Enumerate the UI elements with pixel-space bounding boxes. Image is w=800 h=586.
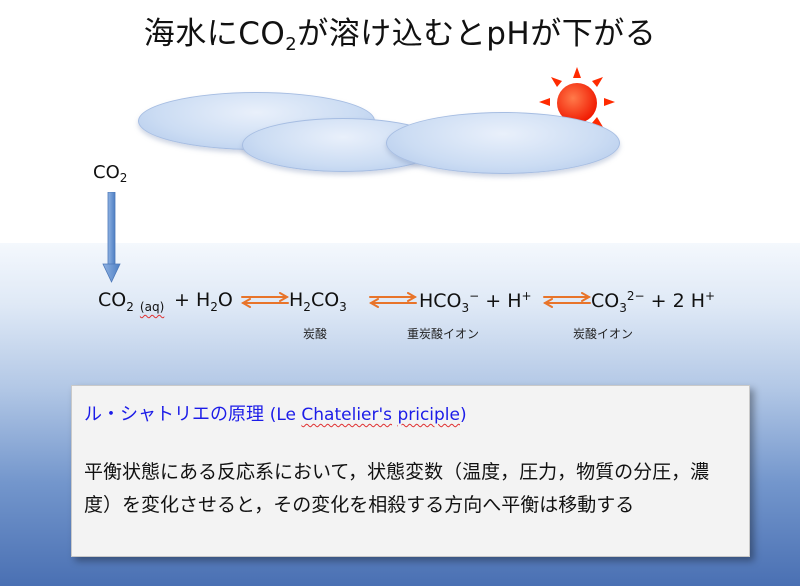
carbonic-acid-label: 炭酸 — [303, 327, 328, 341]
carbonate-term: CO32− + 2 H+ — [591, 289, 716, 315]
le-chatelier-box: ル・シャトリエの原理 (Le Chatelier's priciple) 平衡状… — [71, 385, 750, 557]
principle-description: 平衡状態にある反応系において，状態変数（温度，圧力，物質の分圧，濃度）を変化させ… — [84, 461, 710, 516]
cloud-right — [386, 112, 620, 174]
bicarbonate-term: HCO3− + H+ — [419, 289, 532, 315]
co2-aq-term: CO2 (aq) — [98, 289, 165, 314]
carbonate-ion-label: 炭酸イオン — [573, 327, 634, 341]
water-term: + H2O — [174, 289, 233, 314]
bicarbonate-ion-label: 重炭酸イオン — [407, 327, 480, 341]
equilibrium-arrow-icon-1 — [240, 292, 290, 308]
co2-dissolve-arrow-icon — [102, 192, 121, 283]
slide-title: 海水にCO2が溶け込むとpHが下がる — [143, 16, 657, 55]
atmospheric-co2-label: CO2 — [93, 162, 128, 185]
carbonic-acid-term: H2CO3 — [289, 289, 347, 314]
equilibrium-arrow-icon-2 — [368, 292, 418, 308]
equilibrium-arrow-icon-3 — [542, 292, 592, 308]
principle-heading: ル・シャトリエの原理 (Le Chatelier's priciple) — [84, 404, 467, 425]
